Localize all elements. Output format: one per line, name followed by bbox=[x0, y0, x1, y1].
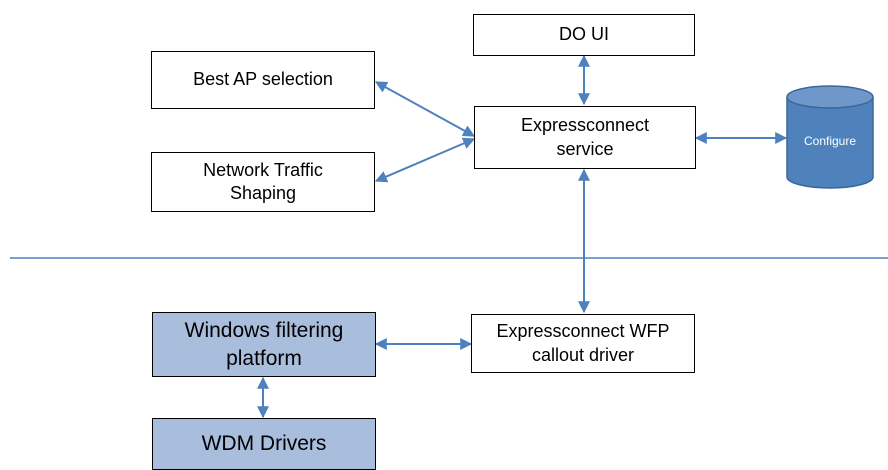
do-ui-box: DO UI bbox=[473, 14, 695, 56]
arrow-bestap-service bbox=[374, 81, 476, 137]
arrow-shaping-service bbox=[374, 137, 476, 183]
expressconnect-wfp-callout-driver-box: Expressconnect WFP callout driver bbox=[471, 314, 695, 373]
network-traffic-shaping-label: Network Traffic Shaping bbox=[203, 159, 323, 203]
windows-filtering-platform-label: Windows filtering platform bbox=[184, 319, 344, 370]
windows-filtering-platform-box: Windows filtering platform bbox=[152, 312, 376, 377]
expressconnect-service-box: Expressconnect service bbox=[474, 106, 696, 169]
wdm-drivers-label: WDM Drivers bbox=[201, 432, 327, 456]
configure-database bbox=[786, 85, 874, 189]
expressconnect-service-label: Expressconnect service bbox=[520, 115, 650, 159]
do-ui-label: DO UI bbox=[558, 24, 609, 45]
expressconnect-wfp-callout-driver-label: Expressconnect WFP callout driver bbox=[496, 321, 670, 365]
network-traffic-shaping-box: Network Traffic Shaping bbox=[151, 152, 375, 212]
best-ap-selection-box: Best AP selection bbox=[151, 51, 375, 109]
wdm-drivers-box: WDM Drivers bbox=[152, 418, 376, 470]
best-ap-selection-label: Best AP selection bbox=[193, 69, 333, 90]
configure-label: Configure bbox=[803, 134, 857, 148]
